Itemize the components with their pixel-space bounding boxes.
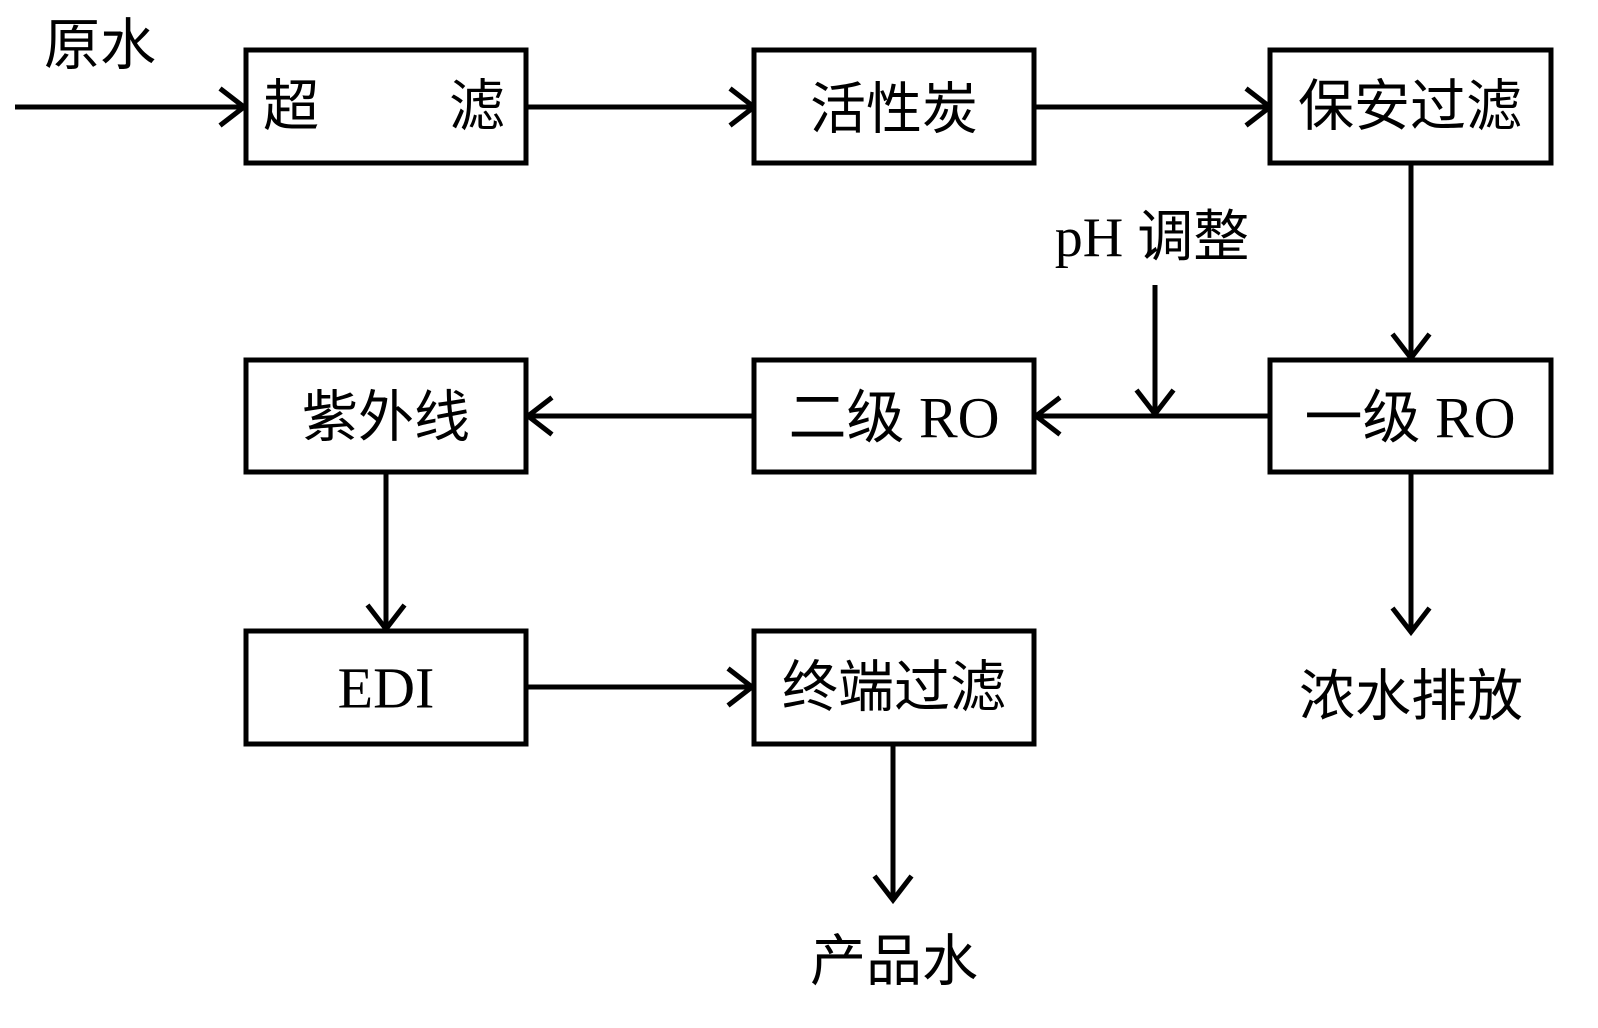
arrowhead-ph-adjust [1134,388,1176,419]
label-concentrate-discharge: 浓水排放 [1299,665,1523,730]
label-ph-adjust: pH 调整 [1055,207,1249,269]
box-frame [1267,47,1554,166]
box-label-activated-carbon: 活性炭 [810,78,978,143]
box-frame [243,628,529,747]
process-box-security-filter: 保安过滤 [1267,47,1554,166]
box-label-security-filter: 保安过滤 [1298,75,1522,140]
box-label-uv: 紫外线 [302,386,470,451]
box-frame [751,47,1037,166]
box-frame [751,628,1037,747]
process-box-ro-stage1: 一级 RO [1267,357,1554,475]
process-box-activated-carbon: 活性炭 [751,47,1037,166]
arrowhead-ro1-to-discharge [1390,606,1432,637]
label-raw-water: 原水 [44,14,156,79]
box-label-edi: EDI [338,656,435,721]
arrowhead-terminal-to-product [872,874,914,905]
process-box-uv: 紫外线 [243,357,529,475]
box-frame [1267,357,1554,475]
box-label-ultrafiltration: 超 滤 [263,75,561,140]
process-box-ro-stage2: 二级 RO [751,357,1037,475]
box-label-ro-stage2: 二级 RO [788,386,999,451]
box-label-ro-stage1: 一级 RO [1304,386,1515,451]
box-frame [243,357,529,475]
box-label-terminal-filter: 终端过滤 [782,656,1006,721]
process-box-edi: EDI [243,628,529,747]
process-box-terminal-filter: 终端过滤 [751,628,1037,747]
box-frame [751,357,1037,475]
box-frame [243,47,529,166]
process-box-ultrafiltration: 超 滤 [243,47,561,166]
label-product-water: 产品水 [810,930,978,995]
